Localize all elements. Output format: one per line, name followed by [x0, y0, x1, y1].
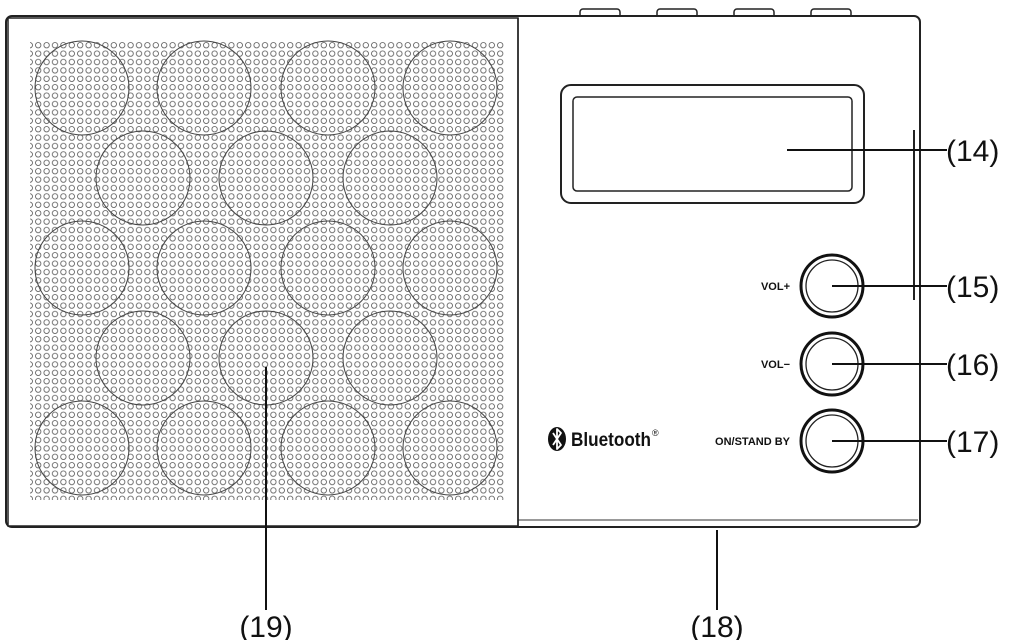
speaker-circle-9	[280, 220, 376, 316]
speaker-circle-3	[402, 40, 498, 136]
speaker-circle-8	[156, 220, 252, 316]
bluetooth-icon	[548, 427, 566, 451]
vol-minus-label: VOL−	[761, 359, 790, 371]
speaker-circle-17	[402, 400, 498, 496]
callout-16: (16)	[946, 349, 999, 382]
speaker-circle-1	[156, 40, 252, 136]
speaker-circle-6	[342, 130, 438, 226]
registered-mark: ®	[652, 428, 659, 438]
speaker-circle-7	[34, 220, 130, 316]
speaker-circle-15	[156, 400, 252, 496]
speaker-circle-10	[402, 220, 498, 316]
speaker-circle-0	[34, 40, 130, 136]
vol-plus-label: VOL+	[761, 281, 790, 293]
callout-17: (17)	[946, 426, 999, 459]
speaker-circle-11	[95, 310, 191, 406]
callout-15: (15)	[946, 271, 999, 304]
speaker-grill	[7, 17, 519, 527]
speaker-circle-16	[280, 400, 376, 496]
speaker-circle-13	[342, 310, 438, 406]
lcd-display	[560, 84, 865, 204]
speaker-circle-4	[95, 130, 191, 226]
callout-19: (19)	[239, 611, 292, 640]
speaker-circle-5	[218, 130, 314, 226]
speaker-circle-2	[280, 40, 376, 136]
leader-lines	[265, 149, 947, 610]
speaker-circle-14	[34, 400, 130, 496]
callout-14: (14)	[946, 135, 999, 168]
bluetooth-wordmark: Bluetooth	[571, 430, 651, 451]
bluetooth-logo: Bluetooth ®	[548, 427, 659, 451]
callout-18: (18)	[690, 611, 743, 640]
standby-label: ON/STAND BY	[715, 436, 791, 448]
